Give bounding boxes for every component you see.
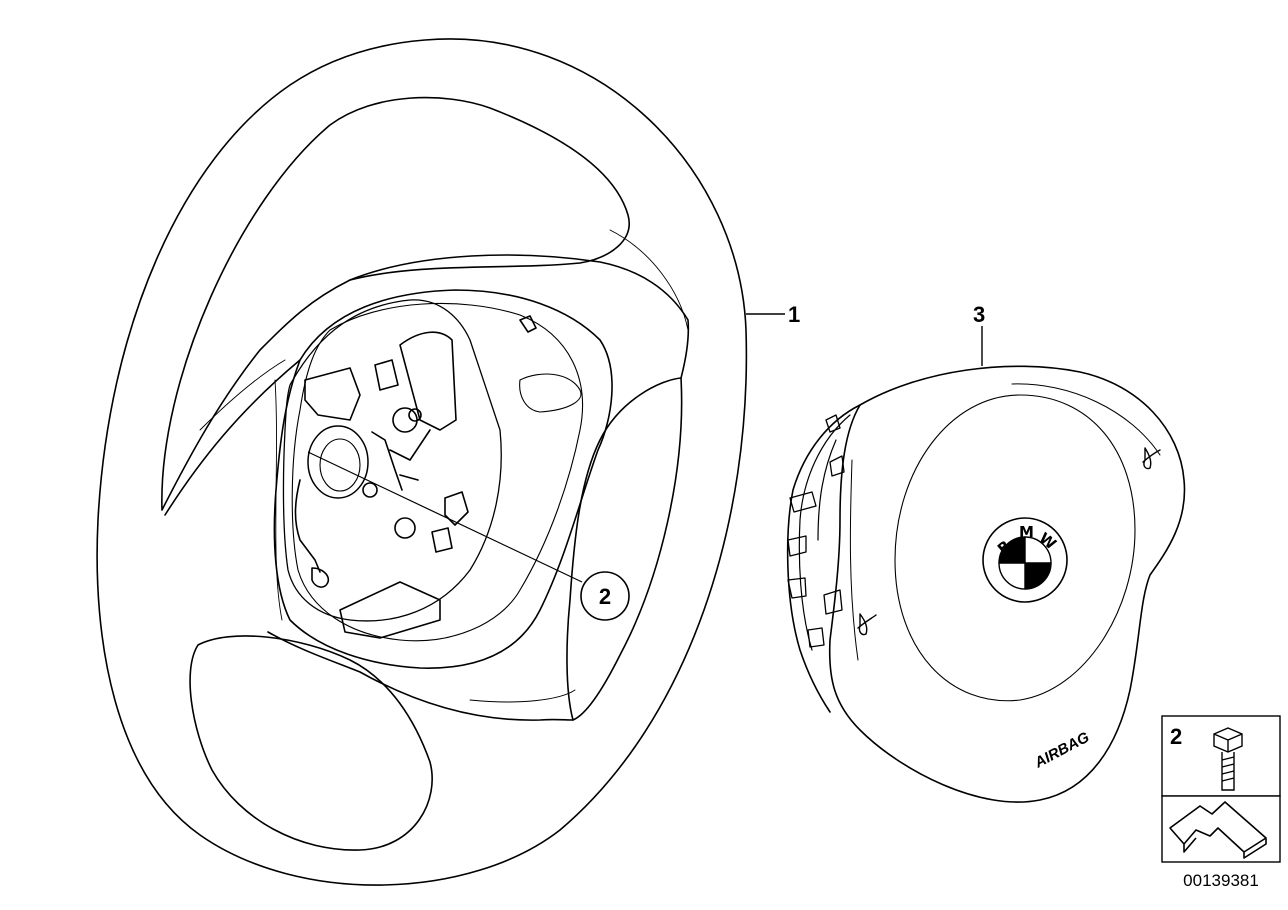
right-spoke-detail	[519, 373, 582, 413]
housing-clips	[787, 414, 845, 648]
wire-clip	[294, 479, 330, 588]
connector-b	[431, 527, 453, 553]
mounting-hole-c	[362, 482, 378, 498]
airbag-cover-text: AIRBAG	[1031, 729, 1092, 772]
wheel-rim-inner-top	[161, 96, 630, 511]
spoke-upper	[164, 254, 690, 516]
callout-1[interactable]: 1	[788, 302, 800, 327]
horn-icon-left	[857, 613, 877, 636]
bmw-letter-m: M	[1019, 523, 1034, 541]
callout-3[interactable]: 3	[973, 302, 985, 327]
upper-hub-slot	[399, 315, 537, 431]
lower-bracket	[339, 581, 441, 639]
bmw-emblem-outer	[982, 517, 1068, 603]
hub-backplate	[282, 299, 502, 622]
bolt-icon	[1213, 727, 1243, 791]
steering-wheel[interactable]	[96, 38, 748, 886]
steering-column-inner	[319, 438, 361, 492]
leader-line-2	[307, 451, 583, 583]
diagram-id: 00139381	[1183, 871, 1259, 890]
horn-icon-right	[1142, 447, 1161, 470]
hub-outline	[273, 289, 613, 669]
airbag-cover	[828, 365, 1186, 803]
callout-2-circle[interactable]	[580, 571, 630, 621]
view-arrow-icon	[1169, 801, 1267, 859]
hub-inner-ring	[291, 302, 584, 642]
bmw-emblem-fill	[999, 537, 1051, 589]
clock-spring-bracket	[304, 359, 399, 421]
housing-edge	[798, 414, 851, 651]
callout-2: 2	[599, 584, 611, 609]
mounting-hole-d	[394, 517, 416, 539]
horn-contact	[371, 429, 431, 491]
airbag-module[interactable]	[786, 365, 1186, 803]
legend-arrow-panel	[1161, 795, 1281, 863]
mounting-hole-b	[408, 408, 422, 422]
airbag-cover-crease	[849, 383, 1161, 661]
steering-column-hole	[307, 425, 369, 499]
wheel-rim-inner-right	[566, 377, 683, 721]
spoke-contour	[199, 229, 689, 703]
airbag-housing	[786, 404, 861, 713]
connector-a	[444, 491, 469, 526]
spoke-lower	[267, 631, 574, 721]
legend-box	[1161, 715, 1281, 863]
legend-callout-2: 2	[1170, 724, 1182, 749]
wheel-rim-outer	[96, 38, 748, 886]
wheel-rim-inner-bottom	[189, 635, 433, 851]
airbag-inner-ring	[894, 394, 1136, 702]
legend-bolt-panel[interactable]	[1161, 715, 1281, 797]
